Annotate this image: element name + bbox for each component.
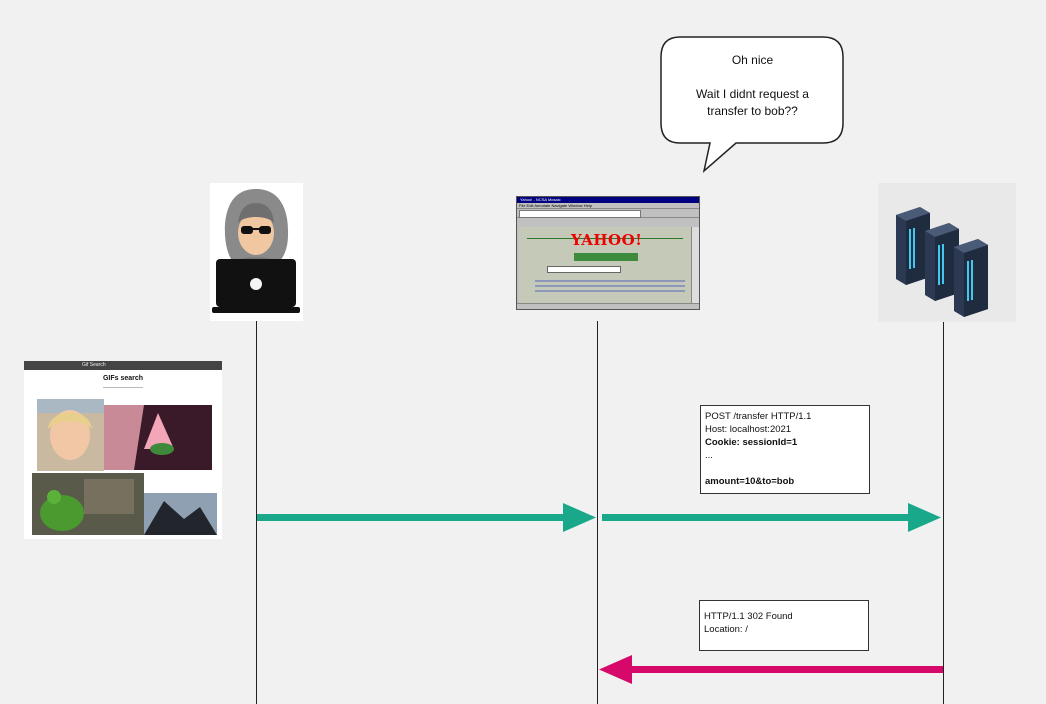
browser-address-bar	[519, 210, 641, 218]
arrow-attacker-to-browser	[257, 503, 596, 532]
gif-tab-label: Gif Search	[82, 362, 106, 368]
gif-thumb-scene	[144, 493, 217, 535]
yahoo-logo: YAHOO!	[571, 231, 643, 249]
request-line-2: Host: localhost:2021	[705, 424, 792, 435]
yahoo-links-3	[535, 290, 685, 292]
browser-scrollbar	[691, 227, 699, 303]
bubble-line-3: Wait I didnt request a	[696, 87, 809, 101]
attacker-lifeline	[256, 321, 257, 704]
speech-bubble-text: Oh nice Wait I didnt request a transfer …	[675, 52, 830, 120]
gif-thumbnails	[32, 399, 217, 535]
gif-page-title: GIFs search	[102, 375, 144, 382]
bubble-line-4: transfer to bob??	[707, 104, 798, 118]
yahoo-links-2	[535, 285, 685, 287]
request-line-6: amount=10&to=bob	[705, 476, 795, 487]
arrow-browser-to-server	[602, 503, 941, 532]
server-rack-icon	[896, 207, 988, 317]
hacker-actor	[210, 183, 303, 321]
request-line-4: ...	[705, 450, 713, 461]
request-line-3: Cookie: sessionId=1	[705, 437, 798, 448]
gif-thumb-patrick	[104, 405, 212, 470]
request-line-1: POST /transfer HTTP/1.1	[705, 411, 812, 422]
gif-search-input	[103, 384, 143, 388]
gif-thumb-girl	[37, 399, 104, 471]
yahoo-rule	[527, 238, 683, 239]
yahoo-green-button	[574, 253, 638, 261]
gif-search-page: Gif Search GIFs search	[24, 361, 222, 539]
yahoo-links-1	[535, 280, 685, 282]
browser-actor: Yahoo! - NCSA Mosaic File Edit Annotate …	[516, 196, 700, 310]
browser-toolbar	[517, 208, 699, 218]
request-line-5	[705, 462, 865, 475]
response-line-2: Location: /	[704, 624, 748, 635]
gif-browser-bar: Gif Search	[24, 361, 222, 370]
request-message-box: POST /transfer HTTP/1.1 Host: localhost:…	[700, 405, 870, 494]
bubble-line-1: Oh nice	[731, 53, 774, 67]
browser-statusbar	[517, 303, 699, 309]
server-lifeline	[943, 322, 944, 704]
server-actor	[878, 183, 1016, 322]
yahoo-search-box	[547, 266, 621, 273]
browser-title: Yahoo! - NCSA Mosaic	[517, 197, 699, 203]
browser-lifeline	[597, 321, 598, 704]
gif-thumb-kermit	[32, 473, 144, 535]
response-line-1: HTTP/1.1 302 Found	[704, 611, 793, 622]
response-message-box: HTTP/1.1 302 Found Location: /	[699, 600, 869, 651]
speech-bubble	[660, 36, 844, 174]
browser-menubar: File Edit Annotate Navigate Window Help	[519, 203, 592, 208]
hacker-icon	[212, 189, 300, 313]
arrow-server-to-browser	[599, 655, 943, 684]
browser-content: YAHOO!	[519, 227, 691, 303]
